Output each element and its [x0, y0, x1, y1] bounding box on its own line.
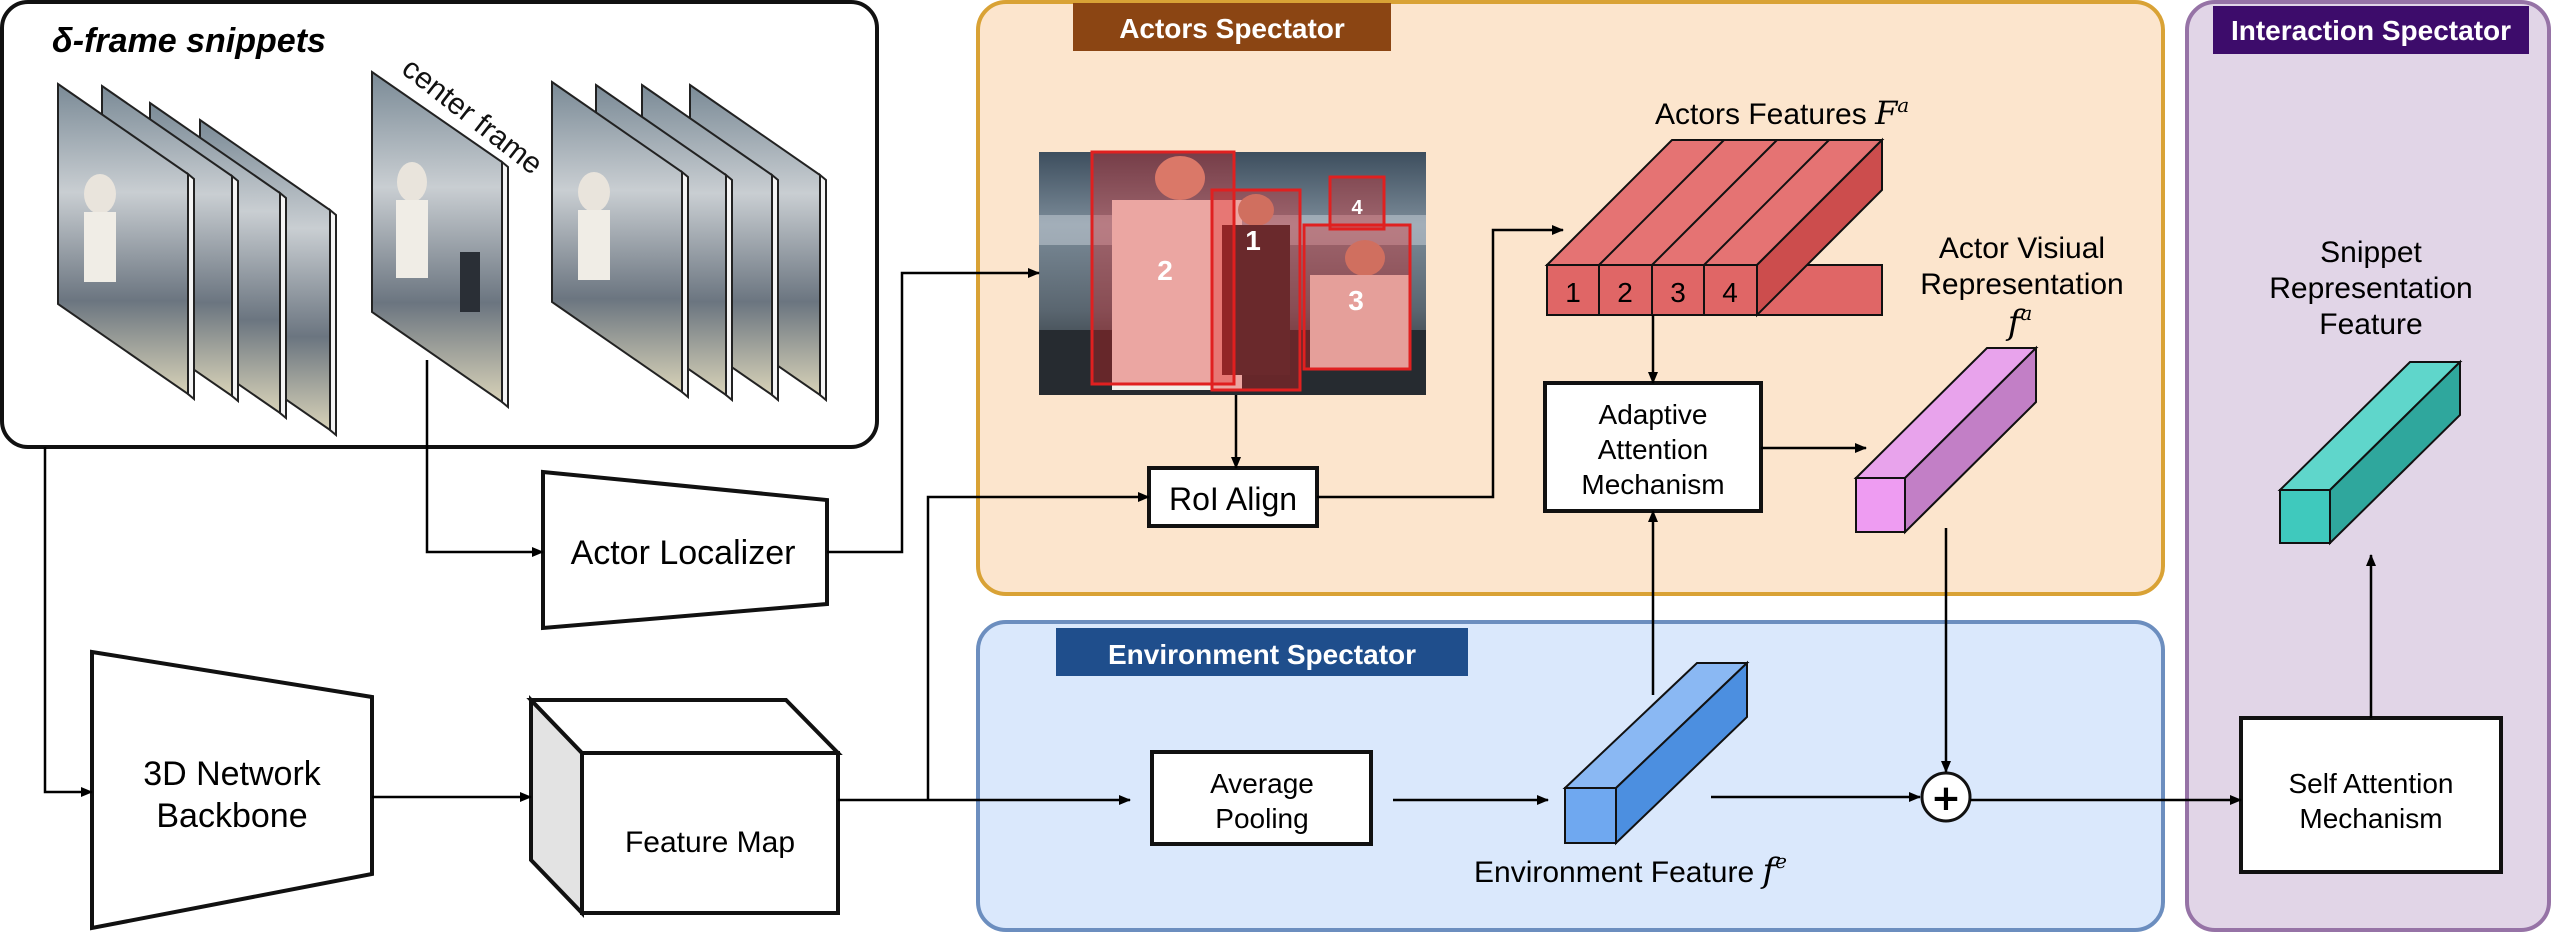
feature-map-label: Feature Map	[625, 826, 795, 859]
detection-bboxes: 2 1 3 4	[1090, 150, 1412, 392]
feature-cell-2: 2	[1617, 277, 1633, 308]
actor-visual-tensor	[1853, 345, 2039, 535]
actor-visual-line-2: Representation	[1920, 268, 2123, 301]
self-attention-box: Self Attention Mechanism	[2239, 716, 2503, 874]
bbox-4	[1328, 175, 1386, 231]
actor-localizer-label: Actor Localizer	[571, 534, 796, 572]
adaptive-attention-line-3: Mechanism	[1581, 469, 1724, 500]
bbox-label-1: 1	[1245, 225, 1261, 256]
interaction-spectator-title-badge	[2213, 6, 2529, 54]
arrow-snippets-to-backbone	[43, 447, 93, 797]
self-attention-line-2: Mechanism	[2299, 803, 2442, 834]
feature-cell-3: 3	[1670, 277, 1686, 308]
actor-visual-representation-label: Actor Visiual Representation fa	[1920, 232, 2123, 343]
environment-spectator-panel: Environment Spectator	[976, 620, 2165, 932]
average-pooling-line-1: Average	[1210, 768, 1314, 799]
environment-spectator-title-badge	[1056, 628, 1468, 676]
frame-snippets-title: δ-frame snippets	[52, 22, 326, 60]
snippet-representation-tensor	[2277, 359, 2463, 546]
frame-stack-left	[57, 82, 337, 438]
backbone-line-1: 3D Network	[143, 755, 322, 793]
frame-stack-right	[551, 80, 827, 403]
feature-map-block: Feature Map	[526, 695, 843, 918]
arrow-localizer-to-image	[827, 268, 1040, 554]
bbox-1	[1210, 188, 1302, 392]
roi-align-label: RoI Align	[1169, 481, 1297, 517]
bbox-2	[1090, 150, 1236, 386]
feature-cell-4: 4	[1722, 277, 1738, 308]
connectors	[43, 225, 2376, 805]
snippet-line-2: Representation	[2269, 272, 2472, 305]
environment-feature-label: Environment Feature fe	[1474, 849, 1787, 891]
actors-features-tensor: 1 2 3 4	[1544, 137, 1885, 318]
average-pooling-line-2: Pooling	[1215, 803, 1308, 834]
actors-features-label: Actors Features Fa	[1655, 93, 1909, 132]
sum-node: +	[1920, 771, 1972, 823]
bbox-label-2: 2	[1157, 255, 1173, 286]
feature-cell-1: 1	[1565, 277, 1581, 308]
bbox-label-4: 4	[1351, 197, 1363, 219]
actors-spectator-title-badge	[1073, 3, 1391, 51]
interaction-spectator-title: Interaction Spectator	[2231, 15, 2511, 46]
adaptive-attention-line-1: Adaptive	[1599, 399, 1708, 430]
actors-features-sup: a	[1897, 93, 1909, 117]
arrow-center-frame-to-localizer	[425, 360, 544, 557]
actors-spectator-title: Actors Spectator	[1119, 13, 1345, 44]
backbone-block: 3D Network Backbone	[90, 649, 374, 931]
arrow-feature-map-to-roi	[926, 492, 1150, 800]
environment-feature-tensor	[1562, 660, 1750, 846]
sum-node-symbol: +	[1931, 778, 1961, 819]
adaptive-attention-line-2: Attention	[1598, 434, 1709, 465]
snippet-representation-label: Snippet Representation Feature	[2269, 236, 2472, 341]
arrow-roi-to-features	[1317, 225, 1564, 499]
environment-feature-sup: e	[1775, 849, 1787, 873]
actors-features-symbol: F	[1874, 94, 1899, 132]
environment-spectator-title: Environment Spectator	[1108, 639, 1416, 670]
bbox-3	[1302, 223, 1412, 371]
actor-localizer-block: Actor Localizer	[541, 469, 829, 631]
snippet-line-1: Snippet	[2320, 236, 2422, 269]
actor-visual-line-1: Actor Visiual	[1939, 232, 2105, 265]
snippet-line-3: Feature	[2319, 308, 2422, 341]
average-pooling-box: Average Pooling	[1150, 750, 1373, 846]
backbone-line-2: Backbone	[156, 797, 307, 835]
self-attention-line-1: Self Attention	[2288, 768, 2453, 799]
adaptive-attention-box: Adaptive Attention Mechanism	[1543, 381, 1763, 513]
roi-align-box: RoI Align	[1147, 466, 1319, 528]
bbox-label-3: 3	[1348, 285, 1364, 316]
